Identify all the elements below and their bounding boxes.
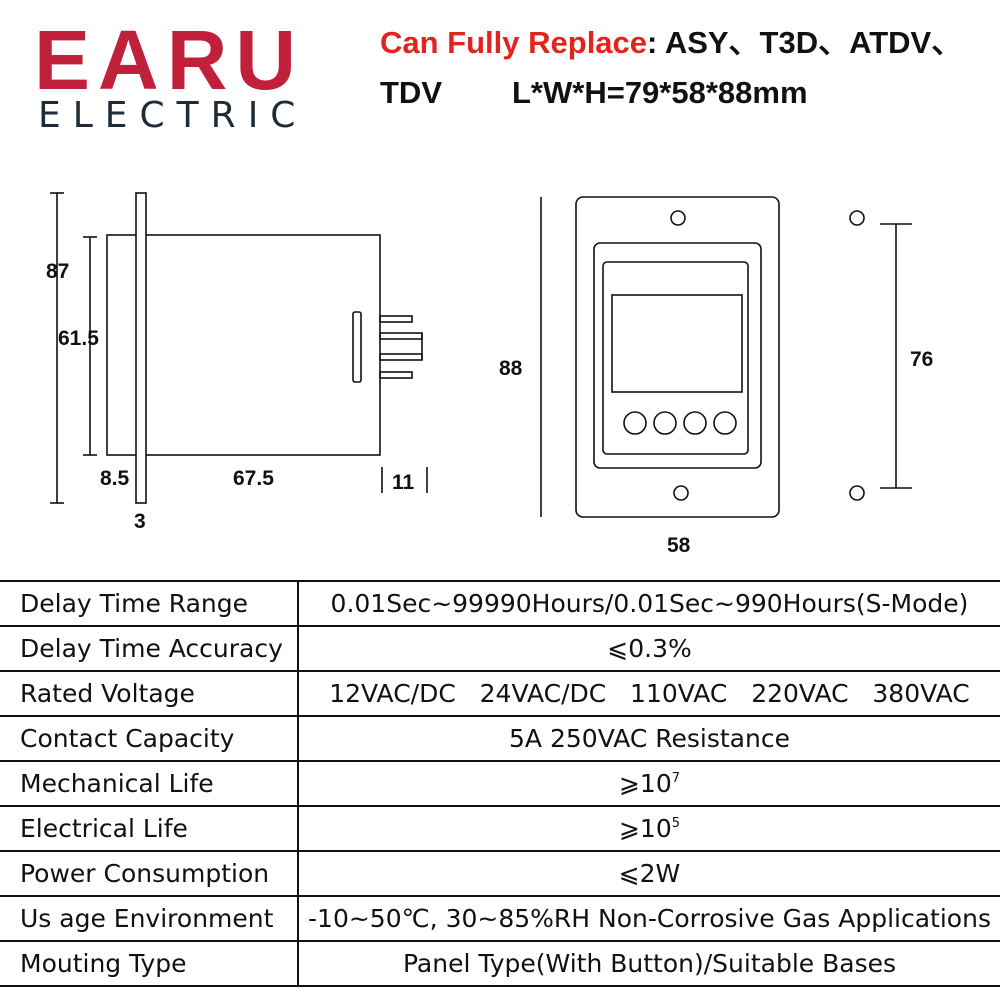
- technical-drawing: 87 61.5 8.5 67.5 11 3 88 58 76: [46, 192, 933, 557]
- spec-value: ⩾107: [298, 760, 1000, 807]
- brand-logo: EARU: [34, 13, 305, 107]
- brand-subtitle: ELECTRIC: [38, 95, 308, 136]
- spec-value: ⩽0.3%: [298, 625, 1000, 672]
- table-row: Electrical Life ⩾105: [0, 805, 1000, 852]
- table-row: Delay Time Range 0.01Sec~99990Hours/0.01…: [0, 580, 1000, 627]
- dim-67-5: 67.5: [233, 467, 274, 490]
- spec-value: 0.01Sec~99990Hours/0.01Sec~990Hours(S-Mo…: [298, 580, 1000, 627]
- table-row: Power Consumption ⩽2W: [0, 850, 1000, 897]
- model-tdv: TDV: [380, 75, 442, 110]
- spec-exponent: 5: [671, 816, 681, 831]
- spec-value: ⩽2W: [298, 850, 1000, 897]
- spec-value: ⩾105: [298, 805, 1000, 852]
- dim-76: 76: [910, 348, 933, 371]
- overall-dimensions: L*W*H=79*58*88mm: [512, 75, 808, 110]
- spec-value-text: ⩾10: [618, 814, 672, 843]
- spec-exponent: 7: [671, 771, 681, 786]
- spec-label: Electrical Life: [0, 805, 299, 852]
- spec-label: Power Consumption: [0, 850, 299, 897]
- dim-58: 58: [667, 534, 691, 557]
- spec-label: Us age Environment: [0, 895, 299, 942]
- spec-label: Mouting Type: [0, 940, 299, 987]
- dim-3: 3: [134, 510, 146, 533]
- front-view: [540, 196, 780, 518]
- table-row: Contact Capacity 5A 250VAC Resistance: [0, 715, 1000, 762]
- dim-11: 11: [392, 471, 415, 494]
- spec-value-text: ⩾10: [618, 769, 672, 798]
- spec-value: Panel Type(With Button)/Suitable Bases: [298, 940, 1000, 987]
- spec-label: Mechanical Life: [0, 760, 299, 807]
- dim-87: 87: [46, 260, 69, 283]
- mounting-view: [849, 210, 912, 501]
- spec-label: Contact Capacity: [0, 715, 299, 762]
- dimensions-heading: TDV L*W*H=79*58*88mm: [380, 75, 808, 110]
- spec-table: Delay Time Range 0.01Sec~99990Hours/0.01…: [0, 580, 1000, 987]
- table-row: Mechanical Life ⩾107: [0, 760, 1000, 807]
- spec-label: Rated Voltage: [0, 670, 299, 717]
- table-row: Rated Voltage 12VAC/DC 24VAC/DC 110VAC 2…: [0, 670, 1000, 717]
- table-row: Us age Environment -10~50℃, 30~85%RH Non…: [0, 895, 1000, 942]
- spec-value: -10~50℃, 30~85%RH Non-Corrosive Gas Appl…: [298, 895, 1000, 942]
- spec-label: Delay Time Accuracy: [0, 625, 299, 672]
- side-view: [50, 192, 428, 504]
- table-row: Mouting Type Panel Type(With Button)/Sui…: [0, 940, 1000, 987]
- replace-label: Can Fully Replace: [380, 25, 648, 60]
- dim-88: 88: [499, 357, 523, 380]
- dim-8-5: 8.5: [100, 467, 130, 490]
- spec-value: 12VAC/DC 24VAC/DC 110VAC 220VAC 380VAC: [298, 670, 1000, 717]
- table-row: Delay Time Accuracy ⩽0.3%: [0, 625, 1000, 672]
- replace-models: : ASY、T3D、ATDV、: [647, 25, 963, 60]
- dim-61-5: 61.5: [58, 327, 99, 350]
- replace-heading: Can Fully Replace: ASY、T3D、ATDV、: [380, 25, 963, 60]
- spec-value: 5A 250VAC Resistance: [298, 715, 1000, 762]
- spec-label: Delay Time Range: [0, 580, 299, 627]
